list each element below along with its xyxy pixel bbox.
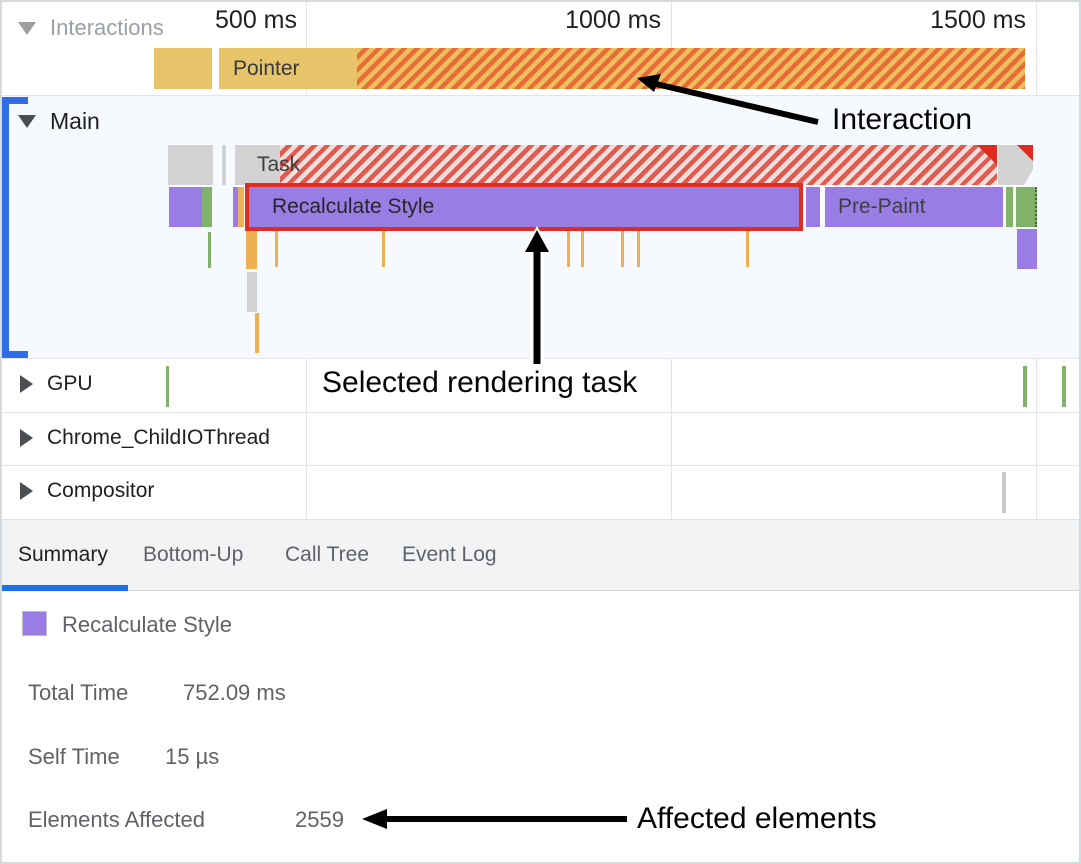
- flame-bar[interactable]: [169, 187, 202, 227]
- collapse-triangle-icon: [18, 21, 36, 35]
- flame-bar[interactable]: [806, 187, 820, 227]
- long-task-stripe-overlay: [280, 145, 997, 185]
- flame-tick[interactable]: [567, 229, 570, 267]
- flame-bar[interactable]: [233, 187, 238, 227]
- interactions-track-label: Interactions: [50, 15, 164, 40]
- flame-bar[interactable]: [1006, 187, 1013, 227]
- interactions-track-header[interactable]: Interactions: [18, 15, 164, 41]
- flame-tick[interactable]: [746, 229, 749, 267]
- summary-row-label: Elements Affected: [28, 807, 205, 832]
- main-track-bracket-top: [2, 97, 28, 104]
- summary-row-label: Self Time: [28, 744, 120, 769]
- flame-tick[interactable]: [637, 229, 640, 267]
- main-track-label: Main: [50, 108, 100, 134]
- gpu-activity-tick[interactable]: [1062, 366, 1066, 407]
- tab-summary[interactable]: Summary: [18, 543, 108, 566]
- tab-bottom-up[interactable]: Bottom-Up: [143, 543, 244, 566]
- gpu-track-label: GPU: [47, 372, 93, 395]
- selected-task-annotation-label: Selected rendering task: [322, 366, 638, 399]
- recalculate-style-label: Recalculate Style: [272, 195, 435, 218]
- flame-tick[interactable]: [255, 313, 259, 353]
- long-task-corner-icon: [977, 145, 997, 165]
- event-color-swatch: [22, 611, 47, 636]
- expand-triangle-icon: [20, 429, 33, 447]
- pre-paint-bar[interactable]: Pre-Paint: [825, 187, 1003, 227]
- compositor-track-header[interactable]: Compositor: [20, 479, 154, 503]
- flame-tick[interactable]: [621, 229, 624, 267]
- ruler-timestamp-500: 500 ms: [215, 6, 297, 34]
- flame-tick[interactable]: [246, 229, 257, 269]
- pre-paint-label: Pre-Paint: [838, 195, 926, 218]
- interaction-bar-short[interactable]: [154, 48, 212, 89]
- pointer-bar-label: Pointer: [233, 57, 300, 80]
- flame-bar[interactable]: [238, 187, 244, 227]
- gpu-activity-tick[interactable]: [1023, 366, 1027, 407]
- flame-bar[interactable]: [998, 145, 1033, 185]
- io-thread-track-header[interactable]: Chrome_ChildIOThread: [20, 426, 270, 450]
- summary-panel: Recalculate Style Total Time 752.09 ms S…: [0, 591, 1081, 864]
- expand-triangle-icon: [20, 375, 33, 393]
- compositor-track-label: Compositor: [47, 479, 155, 502]
- details-tab-bar: Summary Bottom-Up Call Tree Event Log: [0, 519, 1081, 591]
- compositor-activity-tick[interactable]: [1002, 472, 1006, 513]
- summary-event-title: Recalculate Style: [62, 612, 232, 637]
- active-tab-underline: [0, 585, 128, 591]
- summary-row-value: 15 µs: [165, 744, 220, 769]
- task-bar-label: Task: [257, 153, 301, 176]
- tab-event-log[interactable]: Event Log: [402, 543, 497, 566]
- recalculate-style-bar-selected[interactable]: Recalculate Style: [245, 183, 803, 231]
- tab-call-tree[interactable]: Call Tree: [285, 543, 370, 566]
- summary-row-value: 2559: [295, 807, 344, 832]
- flame-bar[interactable]: [222, 145, 226, 185]
- flame-bar[interactable]: [202, 187, 212, 227]
- main-track-bracket-bottom: [2, 351, 28, 358]
- flame-tick[interactable]: [382, 229, 385, 267]
- long-task-corner-icon: [1017, 145, 1033, 161]
- expand-triangle-icon: [20, 482, 33, 500]
- flame-tick[interactable]: [208, 232, 211, 268]
- io-thread-track-label: Chrome_ChildIOThread: [47, 426, 270, 449]
- flame-bar[interactable]: [1016, 187, 1037, 227]
- collapse-triangle-icon: [18, 115, 36, 128]
- gpu-activity-tick[interactable]: [166, 366, 169, 407]
- summary-row-label: Total Time: [28, 680, 129, 705]
- affected-elements-annotation-label: Affected elements: [637, 802, 877, 835]
- ruler-timestamp-1500: 1500 ms: [930, 6, 1026, 34]
- pointer-interaction-bar[interactable]: Pointer: [219, 48, 1025, 89]
- flame-tick[interactable]: [581, 229, 584, 267]
- gpu-track-header[interactable]: GPU: [20, 372, 93, 396]
- flame-bar[interactable]: [1017, 229, 1037, 269]
- ruler-timestamp-1000: 1000 ms: [565, 6, 661, 34]
- interaction-annotation-label: Interaction: [832, 103, 973, 136]
- flame-tick[interactable]: [275, 229, 278, 267]
- flame-bar[interactable]: [168, 145, 213, 185]
- task-bar[interactable]: Task: [235, 145, 997, 185]
- summary-row-value: 752.09 ms: [183, 680, 286, 705]
- main-track-bracket: [2, 97, 9, 358]
- main-track-header[interactable]: Main: [18, 108, 100, 135]
- flame-tick[interactable]: [247, 272, 257, 312]
